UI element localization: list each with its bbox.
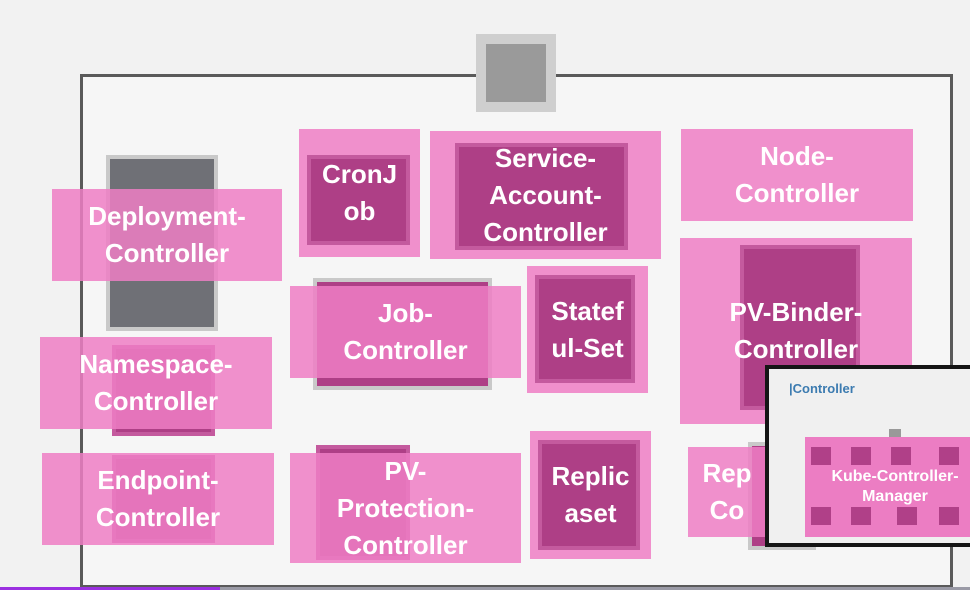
stateful-set-label-wrap: Statef ul-Set <box>527 266 648 393</box>
pv-binder-label-wrap: PV-Binder- Controller <box>680 238 912 424</box>
stateful-set-label: Statef ul-Set <box>551 295 624 363</box>
job-controller-label: Job- Controller <box>343 298 468 365</box>
namespace-controller[interactable]: Namespace- Controller <box>40 337 272 429</box>
endpoint-controller[interactable]: Endpoint- Controller <box>42 453 274 545</box>
inset-controller-shape <box>939 447 959 465</box>
service-account-label: Service- Account- Controller <box>483 142 608 247</box>
pv-binder-label: PV-Binder- Controller <box>729 297 863 364</box>
replication-controller-label: Rep Co <box>702 458 752 525</box>
cronjob-label: CronJ ob <box>321 159 398 226</box>
replicaset-label-wrap: Replic aset <box>530 431 651 559</box>
inset-controller-shape <box>811 447 831 465</box>
service-account-shape <box>455 143 628 250</box>
node-controller[interactable]: Node- Controller <box>681 129 913 221</box>
inset-controller-shape <box>851 447 871 465</box>
deployment-controller-label: Deployment- Controller <box>88 201 246 268</box>
master-node-icon <box>476 34 556 112</box>
job-controller[interactable]: Job- Controller <box>290 286 521 378</box>
service-account-label-wrap: Service- Account- Controller <box>430 131 661 259</box>
cronjob-label-wrap: CronJ ob <box>299 129 420 257</box>
inset-controller-shape <box>811 507 831 525</box>
stateful-set-shape <box>535 275 635 383</box>
inset-controller-shape <box>851 507 871 525</box>
inset-preview: |Controller Kube-Controller- Manager <box>765 365 970 547</box>
endpoint-controller-label: Endpoint- Controller <box>95 465 221 532</box>
inset-controller-shape <box>891 447 911 465</box>
namespace-controller-label: Namespace- Controller <box>79 349 233 416</box>
node-controller-label: Node- Controller <box>734 141 860 208</box>
cronjob-shape <box>307 155 410 245</box>
kube-controller-manager: Kube-Controller- Manager <box>805 437 970 537</box>
deployment-controller[interactable]: Deployment- Controller <box>52 189 282 281</box>
kube-controller-manager-label: Kube-Controller- Manager <box>831 468 959 505</box>
replicaset-label: Replic aset <box>551 461 630 528</box>
inset-title: |Controller <box>789 381 855 396</box>
inset-controller-shape <box>939 507 959 525</box>
progress-bar <box>0 587 970 590</box>
inset-controller-shape <box>897 507 917 525</box>
pv-protection-controller[interactable]: PV- Protection- Controller <box>290 453 521 563</box>
pv-protection-label: PV- Protection- Controller <box>336 455 475 560</box>
replicaset-shape <box>538 440 640 550</box>
